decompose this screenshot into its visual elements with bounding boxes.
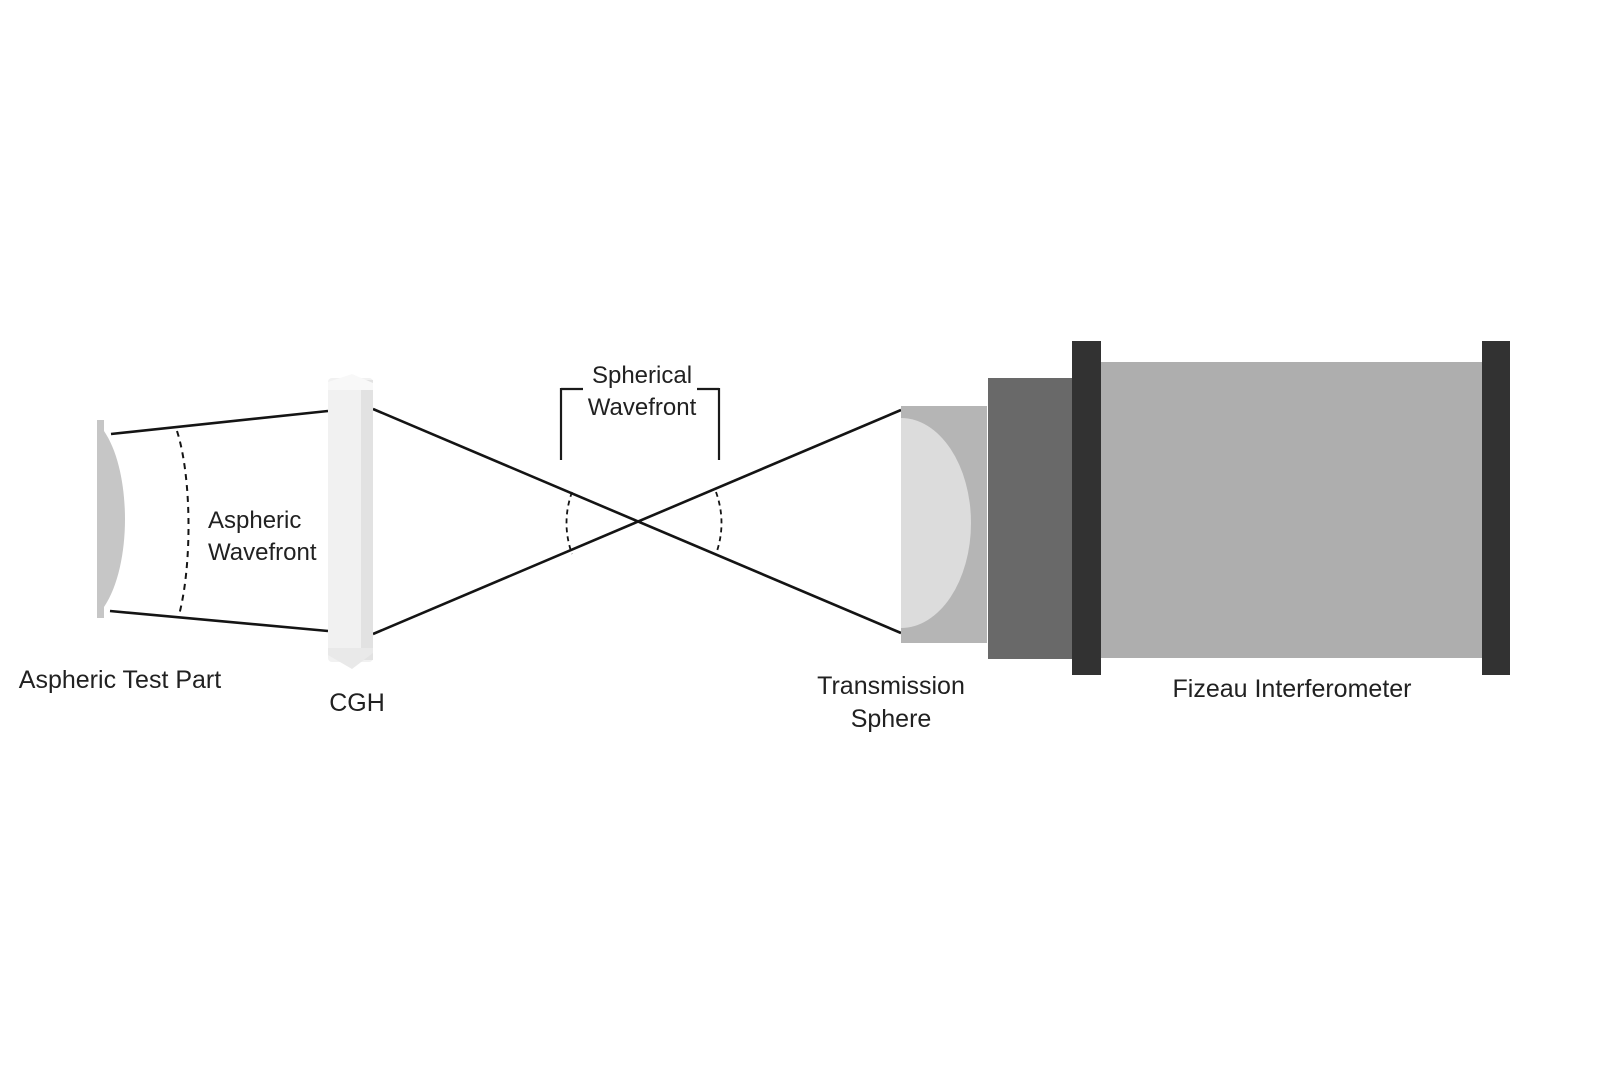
- spherical-wavefront-bracket: [559, 387, 721, 460]
- interferometer-flange-left: [1072, 341, 1101, 675]
- label-cgh: CGH: [329, 689, 385, 717]
- aspheric-wavefront-arc: [176, 430, 190, 616]
- transmission-sphere-lens: [901, 418, 971, 628]
- fizeau-interferometer-element: [1072, 341, 1510, 675]
- cgh-bottom-bevel: [328, 648, 373, 669]
- spherical-wavefront-arc-left: [565, 491, 573, 555]
- spherical-wavefront-arc-right: [715, 491, 723, 555]
- cgh-top-bevel: [328, 374, 373, 390]
- label-aspheric-test-part: Aspheric Test Part: [19, 666, 221, 694]
- label-transmission-sphere-line1: Transmission: [817, 672, 965, 700]
- label-spherical-wavefront-line2: Wavefront: [588, 394, 697, 421]
- label-fizeau-interferometer: Fizeau Interferometer: [1173, 675, 1412, 703]
- label-aspheric-wavefront-line1: Aspheric: [208, 507, 301, 534]
- ray-testpart-to-cgh-bottom: [109, 609, 329, 633]
- interferometer-flange-right: [1482, 341, 1510, 675]
- cgh-slab-side-edge: [361, 380, 373, 660]
- transmission-sphere-mount: [988, 378, 1072, 659]
- label-transmission-sphere-line2: Sphere: [851, 705, 932, 733]
- aspheric-test-part-shape: [97, 420, 125, 618]
- label-spherical-wavefront-line1: Spherical: [592, 362, 692, 389]
- ray-testpart-to-cgh-top: [110, 409, 329, 436]
- cgh-element: [328, 374, 373, 669]
- label-aspheric-wavefront-line2: Wavefront: [208, 539, 317, 566]
- transmission-sphere-element: [901, 378, 1072, 659]
- ray-cgh-to-sphere-ascending: [372, 408, 902, 636]
- interferometer-body: [1101, 362, 1482, 658]
